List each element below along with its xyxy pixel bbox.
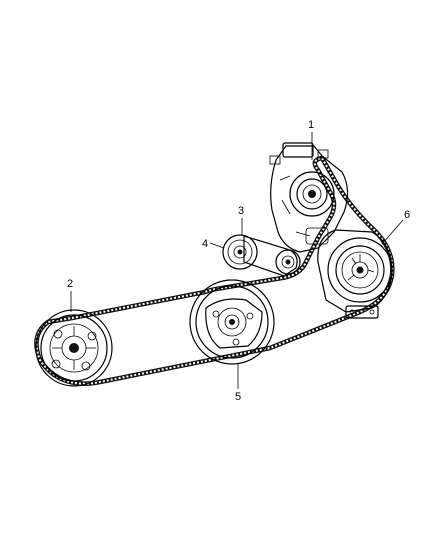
serpentine-belt [34,155,395,386]
callout-1-label: 1 [308,119,314,131]
crankshaft-damper [189,279,275,365]
callout-6: 6 [381,209,410,245]
callout-5-label: 5 [235,391,241,403]
callout-1: 1 [308,119,314,160]
ac-compressor [317,229,393,319]
belt-tensioner [243,235,301,277]
callout-2: 2 [67,278,73,312]
callout-4: 4 [202,238,225,250]
water-pump-pulley [35,309,113,387]
alternator [269,142,349,253]
idler-pulley [222,234,258,270]
callout-3: 3 [238,205,244,236]
callout-4-label: 4 [202,238,208,250]
callout-3-label: 3 [238,205,244,217]
callout-5: 5 [235,364,241,403]
callout-6-label: 6 [404,209,410,221]
callout-2-label: 2 [67,278,73,290]
